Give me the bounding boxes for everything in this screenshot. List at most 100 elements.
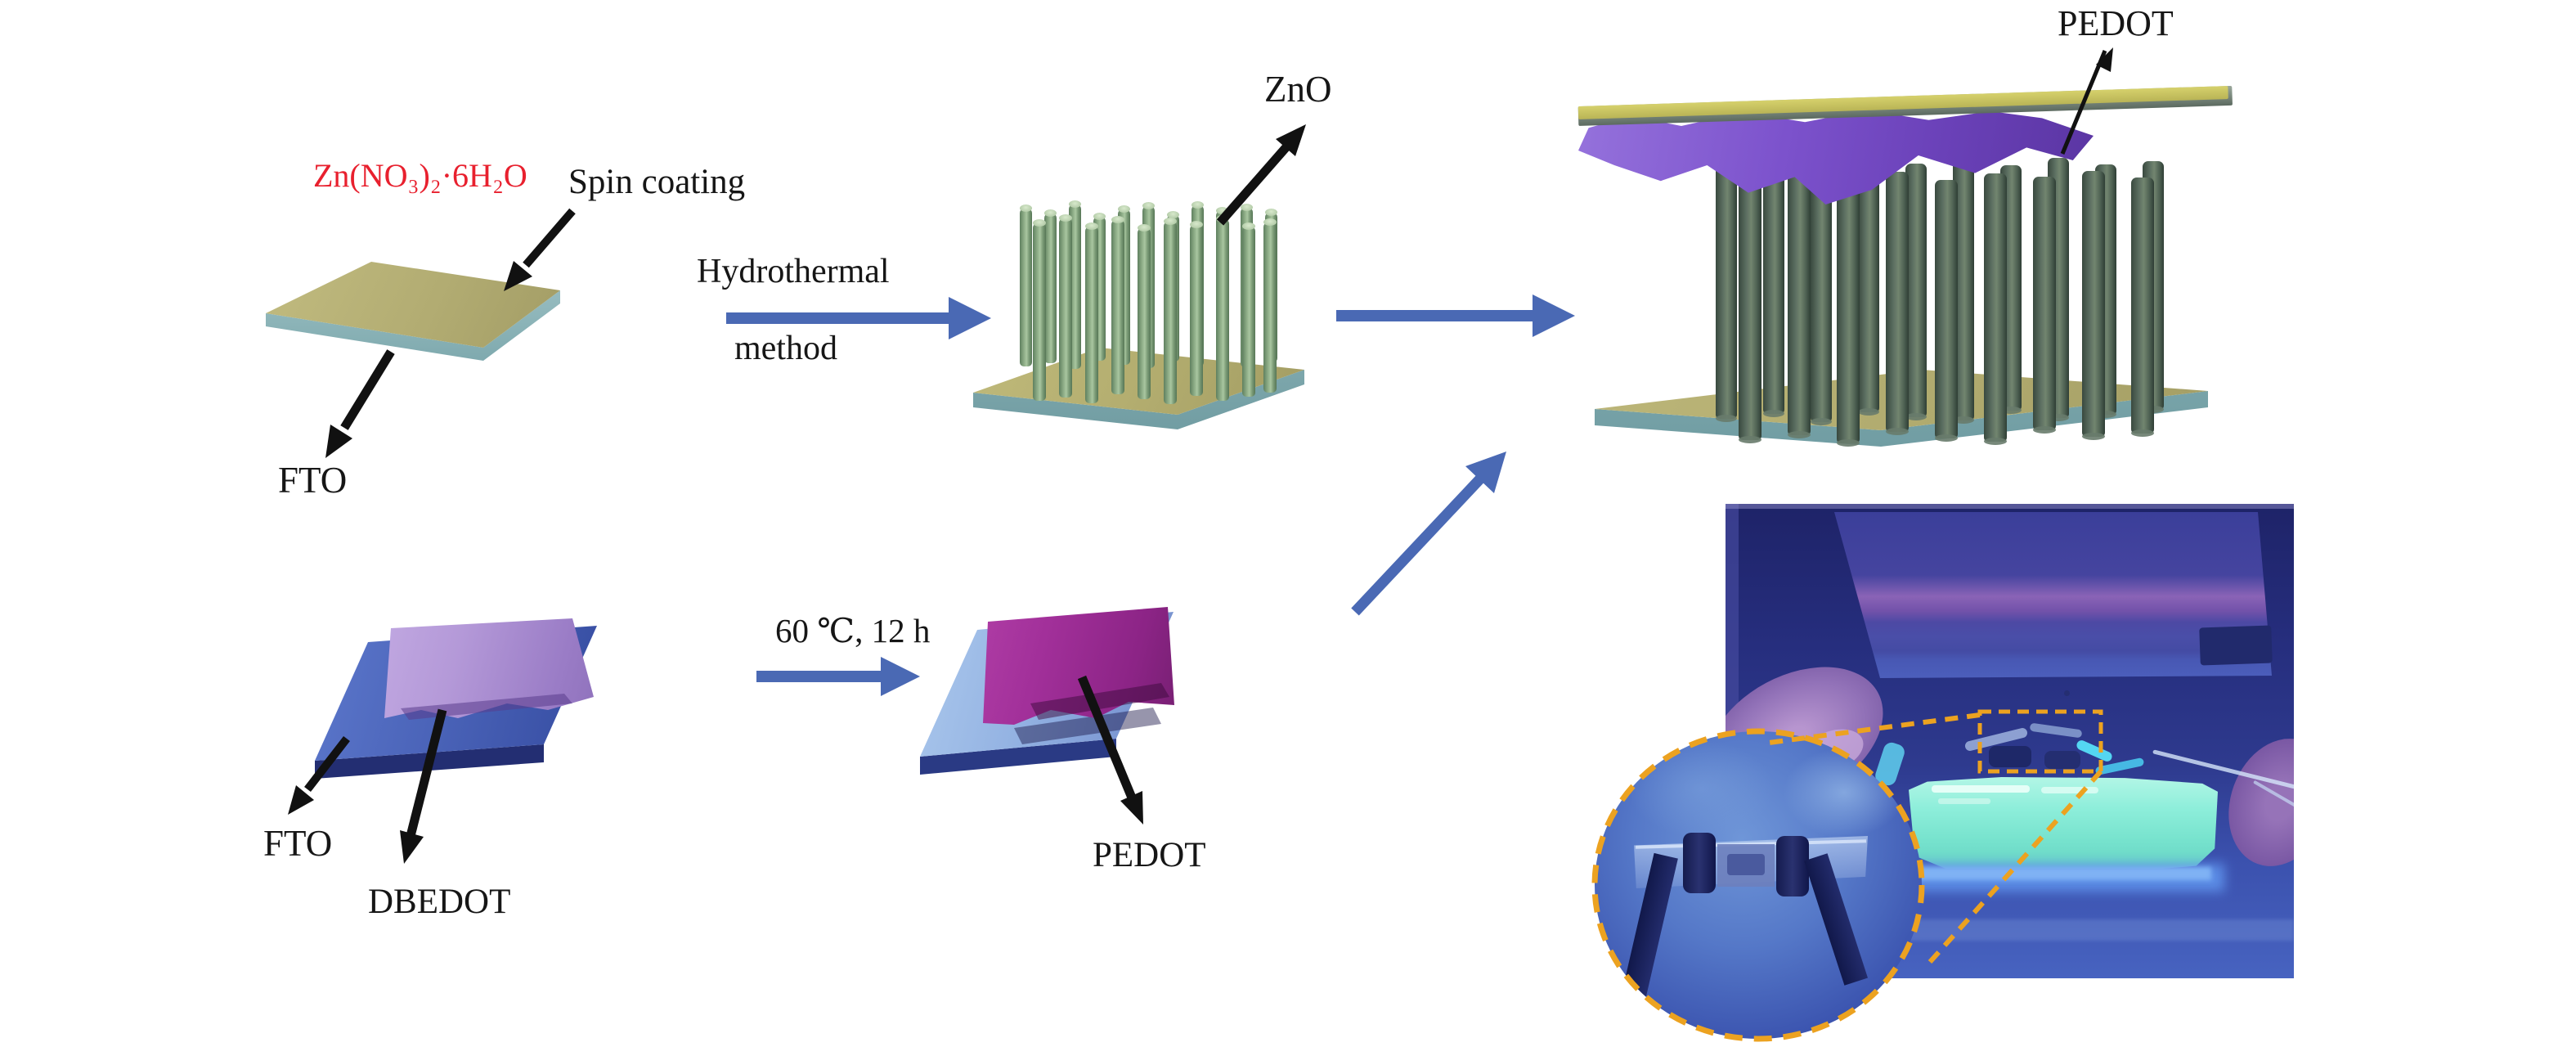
device-nanorod-cap xyxy=(2095,411,2116,418)
precursor-label: Zn(NO₃)₂·6H₂O xyxy=(313,157,527,194)
device-nanorod-cap xyxy=(1837,439,1860,447)
device-nanorod-cap xyxy=(1953,416,1974,424)
zno-nanorod xyxy=(1020,208,1032,366)
device-nanorod xyxy=(1886,172,1909,432)
zno-nanorod-cap xyxy=(1111,216,1124,223)
under-glow-core xyxy=(1909,867,2211,880)
heating-process-arrow xyxy=(756,657,920,696)
device-nanorod-cap xyxy=(1886,428,1909,435)
zno-nanorod-cap xyxy=(1020,204,1032,212)
device-nanorod xyxy=(2131,177,2154,434)
zno-nanorod-cap xyxy=(1242,222,1255,230)
zno-nanorod xyxy=(1164,221,1177,404)
device-nanorod-cap xyxy=(2033,426,2056,434)
zno-nanorod-cap xyxy=(1216,207,1228,214)
device-nanorod xyxy=(2082,171,2105,437)
zno-nanorod-cap xyxy=(1138,224,1151,231)
zno-nanorod-cap xyxy=(1142,202,1155,209)
zno-nanorod-cap xyxy=(1059,214,1072,222)
device-nanorod xyxy=(1716,162,1737,419)
device-nanorod-cap xyxy=(1716,415,1737,422)
device-nanorod xyxy=(1837,178,1860,443)
zno-nanorod xyxy=(1033,222,1046,401)
hydrothermal-label-line1: Hydrothermal xyxy=(697,253,890,290)
zno-nanorod-cap xyxy=(1164,218,1177,225)
device-nanorod-cap xyxy=(1739,436,1761,443)
zno-nanorod xyxy=(1190,224,1203,396)
device-nanorod-cap xyxy=(1905,413,1927,420)
zno-nanorod-cap xyxy=(1093,213,1106,220)
zno-nanorod-cap xyxy=(1069,200,1081,208)
zno-nanorod-array xyxy=(969,196,1304,442)
device-clamp-dark xyxy=(2044,751,2080,769)
zno-nanorod-cap xyxy=(1241,204,1253,211)
device-nanorod-cap xyxy=(1788,431,1811,438)
zno-nanorod-cap xyxy=(1118,205,1130,213)
zno-nanorod xyxy=(1216,218,1229,401)
device-nanorod xyxy=(1905,164,1927,417)
pedot-to-device-arrow xyxy=(1351,452,1506,616)
zno-nanorod xyxy=(1242,226,1255,397)
zno-nanorod xyxy=(1111,219,1124,394)
zno-nanorod-cap xyxy=(1033,219,1046,227)
device-clamp-dark xyxy=(1989,746,2031,767)
screen-dot xyxy=(2064,690,2070,696)
dbedot-label: DBEDOT xyxy=(368,883,511,921)
device-nanorod-cap xyxy=(2131,429,2154,437)
pedot-bottom-label: PEDOT xyxy=(1093,836,1206,874)
device-nanorod xyxy=(1788,170,1811,435)
device-nanorod xyxy=(1739,175,1761,440)
seed-coated-fto-substrate xyxy=(258,252,568,366)
fto-dbedot-sample xyxy=(303,612,622,788)
device-nanorod-cap xyxy=(1858,408,1879,416)
hydrothermal-label-line2: method xyxy=(734,330,837,367)
zno-nanorod-cap xyxy=(1263,218,1277,226)
fto-bottom-label: FTO xyxy=(263,823,333,864)
zno-nanorod-cap xyxy=(1216,215,1229,222)
photo-top-edge xyxy=(1726,504,2294,509)
zno-nanorod-cap xyxy=(1167,211,1179,218)
temperature-condition-label: 60 ℃, 12 h xyxy=(775,612,931,649)
zno-nanorod-cap xyxy=(1190,221,1203,228)
zno-nanorod-cap xyxy=(1192,201,1204,209)
screen-reflection-notch xyxy=(2199,625,2273,666)
spin-coating-label: Spin coating xyxy=(568,163,746,201)
inset-glow xyxy=(1783,748,1905,838)
device-nanorod-cap xyxy=(1811,418,1832,425)
device-nanorod xyxy=(1935,180,1958,438)
uv-lamp-screen xyxy=(1834,512,2272,678)
inset-stand-leg xyxy=(1621,852,1678,1003)
device-nanorod-cap xyxy=(1935,434,1958,442)
assembly-process-arrow xyxy=(1336,294,1575,337)
zno-nanorod-cap xyxy=(1265,209,1277,216)
device-nanorod-cap xyxy=(2048,414,2069,421)
pedot-top-label: PEDOT xyxy=(2058,3,2174,43)
inset-glow xyxy=(1627,739,1775,838)
device-nanorod xyxy=(1763,167,1784,414)
glow-streak xyxy=(2041,787,2098,793)
inset-clip-roller xyxy=(1683,833,1716,893)
glow-streak xyxy=(1932,785,2030,793)
device-nanorod-cap xyxy=(1763,410,1784,417)
zno-nanorod xyxy=(1059,218,1072,398)
fto-top-label: FTO xyxy=(278,460,348,501)
inset-device-dark-detail xyxy=(1727,854,1765,875)
zno-nanorod xyxy=(1138,227,1151,399)
device-nanorod xyxy=(2033,177,2056,430)
zno-nanorod-cap xyxy=(1044,209,1057,217)
glow-streak xyxy=(1938,798,1990,804)
zno-nanorod xyxy=(1044,213,1057,363)
zno-label: ZnO xyxy=(1264,69,1332,110)
fto-pedot-sample xyxy=(908,597,1186,777)
device-nanorod-cap xyxy=(2000,407,2022,414)
magnifier-inset xyxy=(1595,731,1922,1039)
zno-nanorod xyxy=(1263,222,1277,393)
zno-nanorod xyxy=(1085,226,1098,403)
device-nanorod-cap xyxy=(1984,438,2007,445)
device-nanorod xyxy=(1858,169,1879,412)
fto-top-arrow xyxy=(325,349,395,458)
inset-clip-roller xyxy=(1776,836,1809,896)
device-nanorod xyxy=(1984,173,2007,442)
zno-nanorod-cap xyxy=(1085,222,1098,230)
